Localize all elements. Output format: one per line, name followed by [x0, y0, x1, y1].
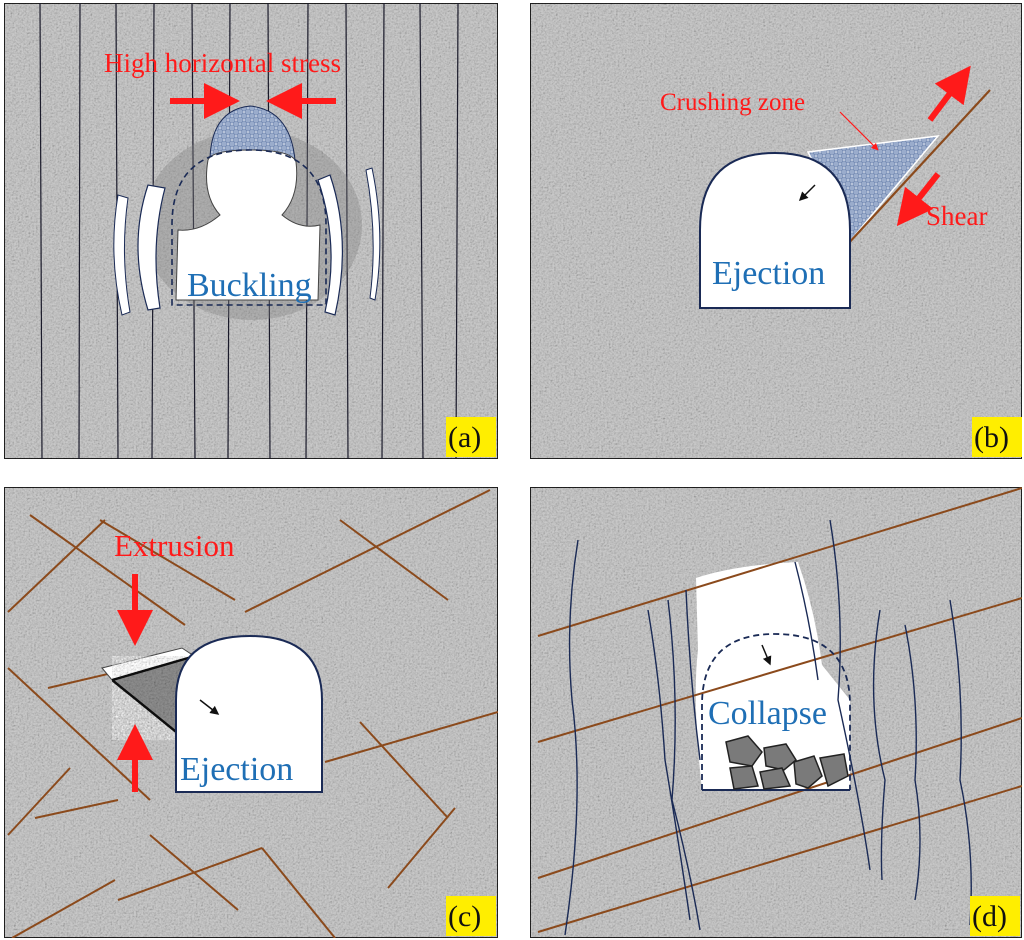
panel-d-badge: (d)	[972, 900, 1007, 933]
panel-a-outer-slab-left	[113, 194, 131, 316]
panel-a-original-tunnel-outline	[171, 149, 327, 306]
panel-a-buckled-slab-right	[317, 174, 343, 316]
panel-a-crushed-zone	[209, 105, 296, 161]
panel-c-failure-label: Ejection	[180, 751, 293, 788]
panel-c: Extrusion Ejection (c)	[3, 486, 499, 939]
panel-c-badge-bg	[446, 896, 496, 936]
panel-c-joint-network	[7, 489, 498, 938]
panel-d-rubble	[725, 735, 849, 790]
panel-a-failure-label: Buckling	[187, 267, 312, 304]
panel-c-load-label: Extrusion	[114, 528, 235, 563]
panel-b-crushing-pointer	[839, 111, 879, 151]
panel-d-cracks	[564, 519, 972, 936]
panel-b-shear-arrow-down	[896, 172, 941, 227]
panel-d-collapse-void	[695, 562, 850, 790]
panel-c-ejection-arrow	[199, 699, 220, 715]
panel-c-tunnel	[175, 634, 323, 793]
panel-b-badge: (b)	[974, 421, 1009, 454]
panel-d-collapse-arrow	[761, 644, 772, 666]
panel-d-badge-bg	[970, 896, 1020, 936]
panel-a-outer-slab-right	[365, 167, 381, 301]
panel-a-badge-bg	[446, 417, 496, 457]
panel-b-badge-bg	[972, 417, 1022, 457]
panel-d-bedding-planes	[537, 487, 1022, 933]
panel-b-failure-label: Ejection	[712, 255, 825, 292]
panel-a-badge: (a)	[448, 421, 481, 454]
panel-c-badge: (c)	[448, 900, 481, 933]
panel-b-shear-label: Shear	[926, 201, 987, 231]
panel-b: Crushing zone Shear Ejection (b)	[529, 2, 1023, 460]
panel-d-failure-label: Collapse	[708, 695, 827, 732]
panel-b-zone-label: Crushing zone	[660, 89, 805, 116]
panel-d: Collapse (d)	[529, 486, 1023, 939]
panel-a-buckled-slab-left	[137, 184, 166, 311]
panel-a: High horizontal stress Buckling (a)	[3, 2, 499, 460]
panel-b-shear-arrow-up	[927, 65, 971, 122]
panel-d-tunnel-outline	[701, 633, 851, 790]
panel-b-shear-fault	[845, 89, 991, 247]
panel-a-stress-label: High horizontal stress	[104, 48, 341, 78]
panel-a-bedding-planes	[39, 3, 459, 459]
panel-b-tunnel	[699, 151, 851, 309]
panel-b-ejection-arrow	[798, 184, 816, 202]
